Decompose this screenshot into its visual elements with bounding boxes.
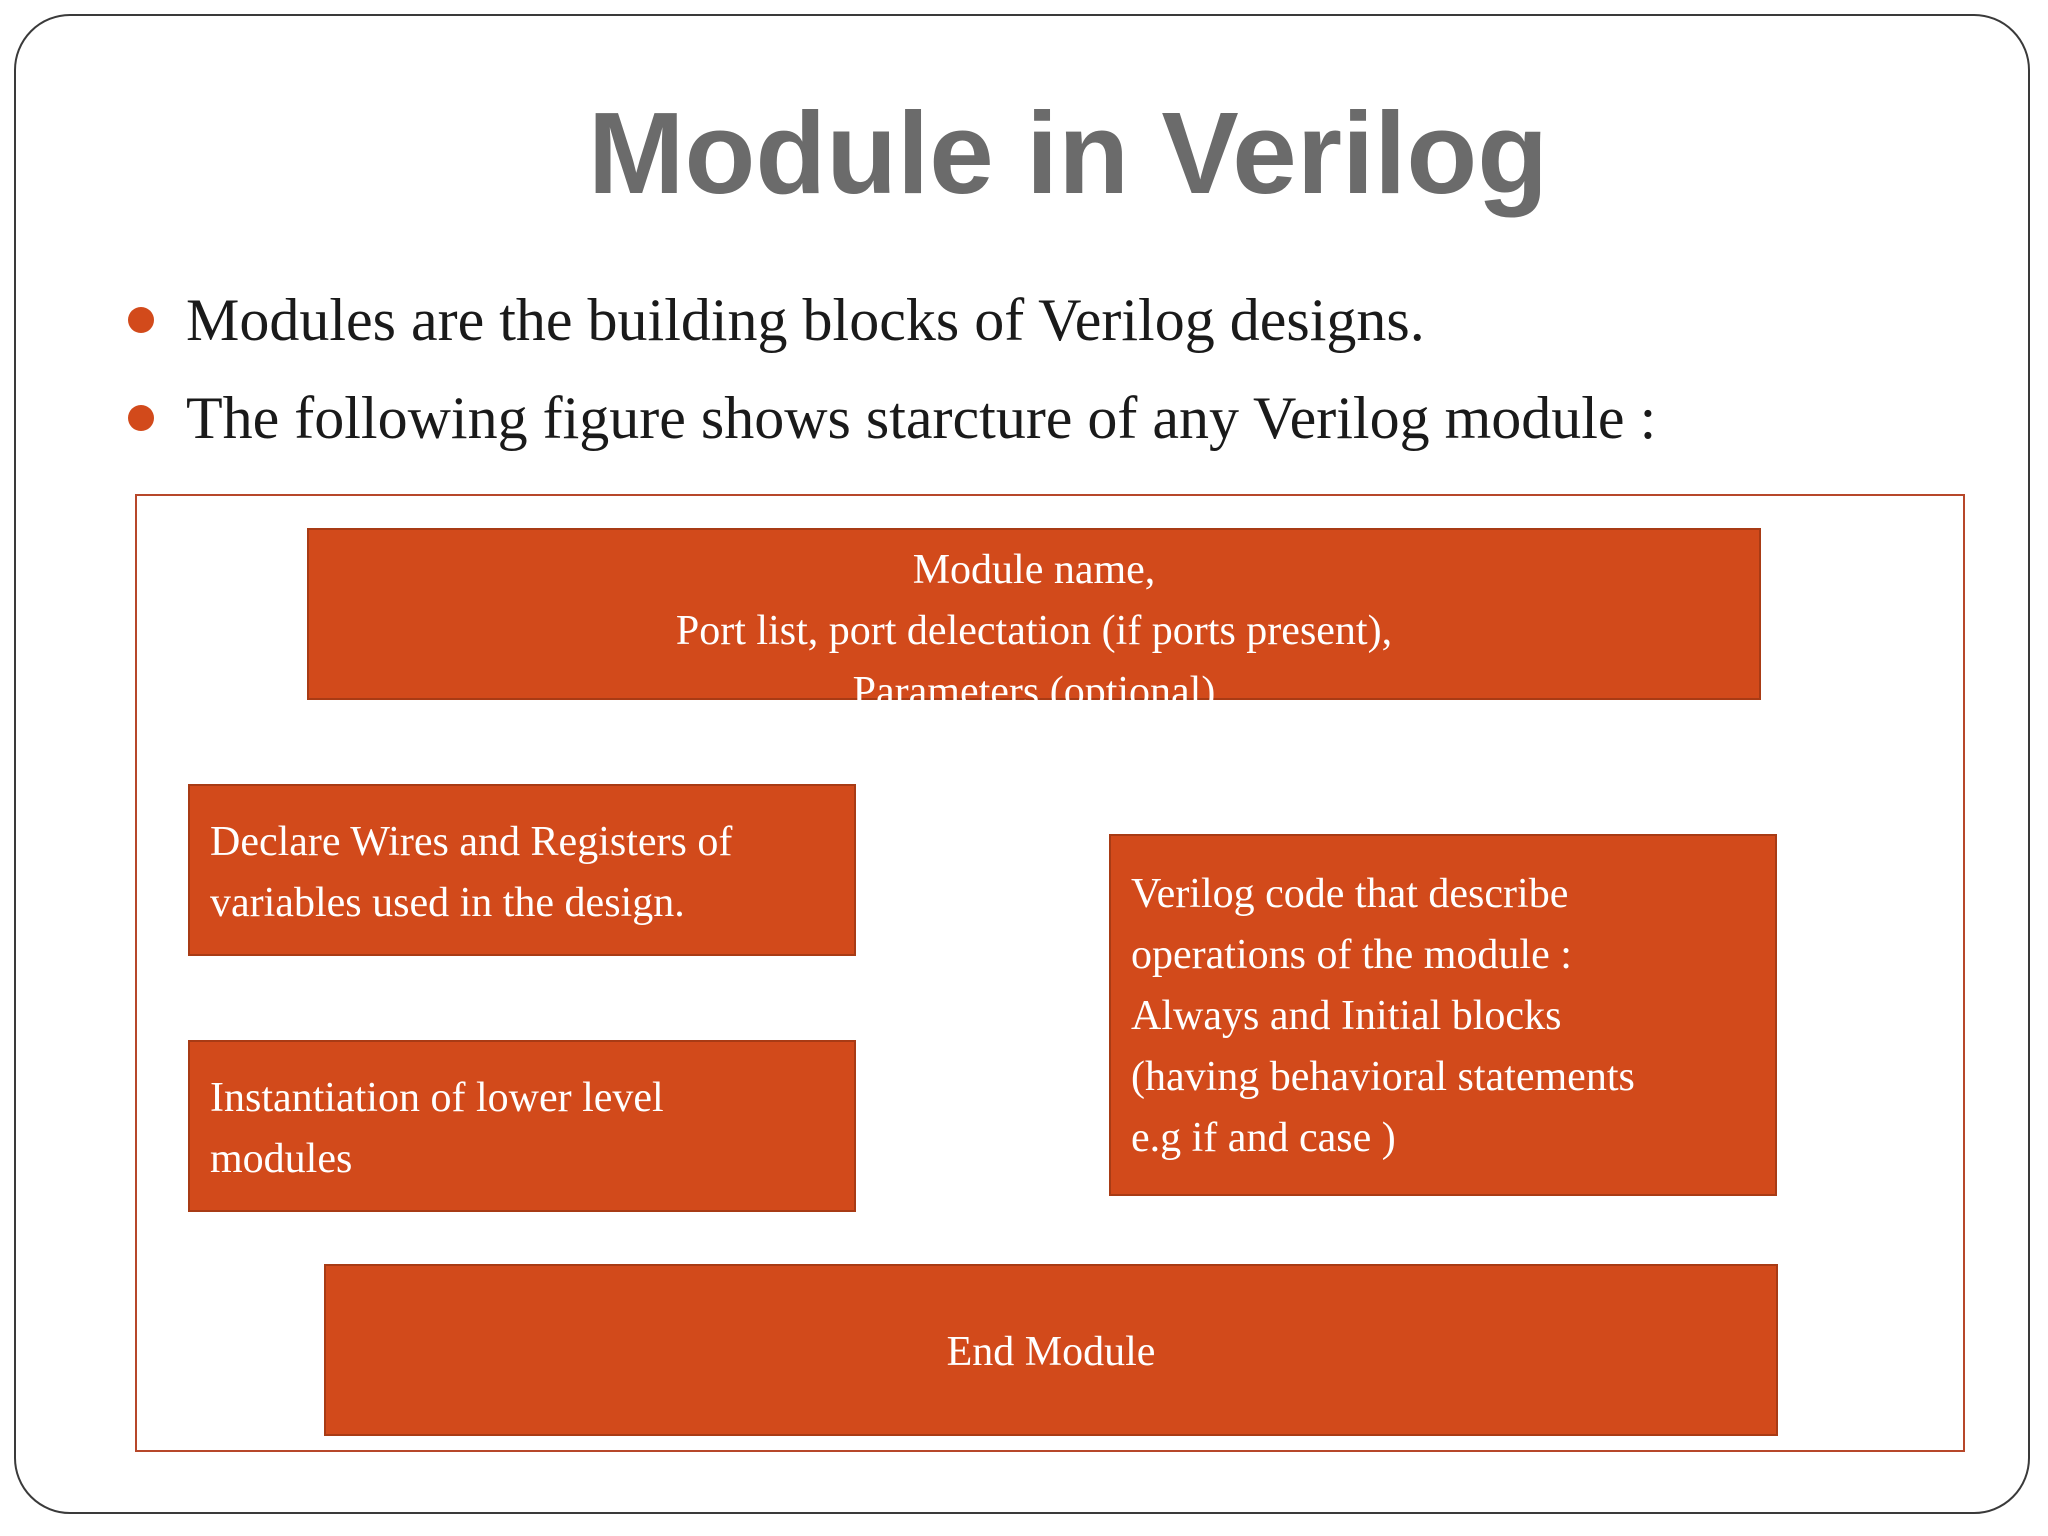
declare-line: variables used in the design.: [210, 880, 685, 926]
bullet-dot-icon: [128, 307, 154, 333]
verilog-code-line: operations of the module :: [1131, 932, 1572, 978]
module-header-line: Module name,: [912, 547, 1156, 593]
bullet-list: Modules are the building blocks of Veril…: [0, 0, 2048, 480]
bullet-text: The following figure shows starcture of …: [186, 385, 1657, 451]
verilog-code-line: e.g if and case ): [1131, 1115, 1396, 1161]
end-module-box: End Module: [324, 1264, 1778, 1436]
module-header-line: Parameters (optional): [852, 669, 1216, 715]
verilog-code-line: Verilog code that describe: [1131, 871, 1569, 917]
instantiation-line: modules: [210, 1136, 353, 1182]
module-header-box: Module name, Port list, port delectation…: [307, 528, 1761, 715]
bullet-dot-icon: [128, 405, 154, 431]
module-header-line: Port list, port delectation (if ports pr…: [675, 608, 1393, 654]
verilog-code-line: (having behavioral statements: [1131, 1054, 1635, 1100]
declare-box: Declare Wires and Registers of variables…: [188, 784, 856, 956]
verilog-code-box: Verilog code that describe operations of…: [1109, 834, 1777, 1196]
declare-line: Declare Wires and Registers of: [210, 819, 733, 865]
instantiation-line: Instantiation of lower level: [210, 1075, 664, 1121]
instantiation-box: Instantiation of lower level modules: [188, 1040, 856, 1212]
slide-title: Module in Verilog: [587, 88, 1549, 218]
verilog-code-line: Always and Initial blocks: [1131, 993, 1562, 1039]
bullet-text: Modules are the building blocks of Veril…: [186, 287, 1425, 353]
module-structure-diagram: Module name, Port list, port delectation…: [135, 494, 1965, 1452]
end-module-label: End Module: [946, 1329, 1156, 1375]
